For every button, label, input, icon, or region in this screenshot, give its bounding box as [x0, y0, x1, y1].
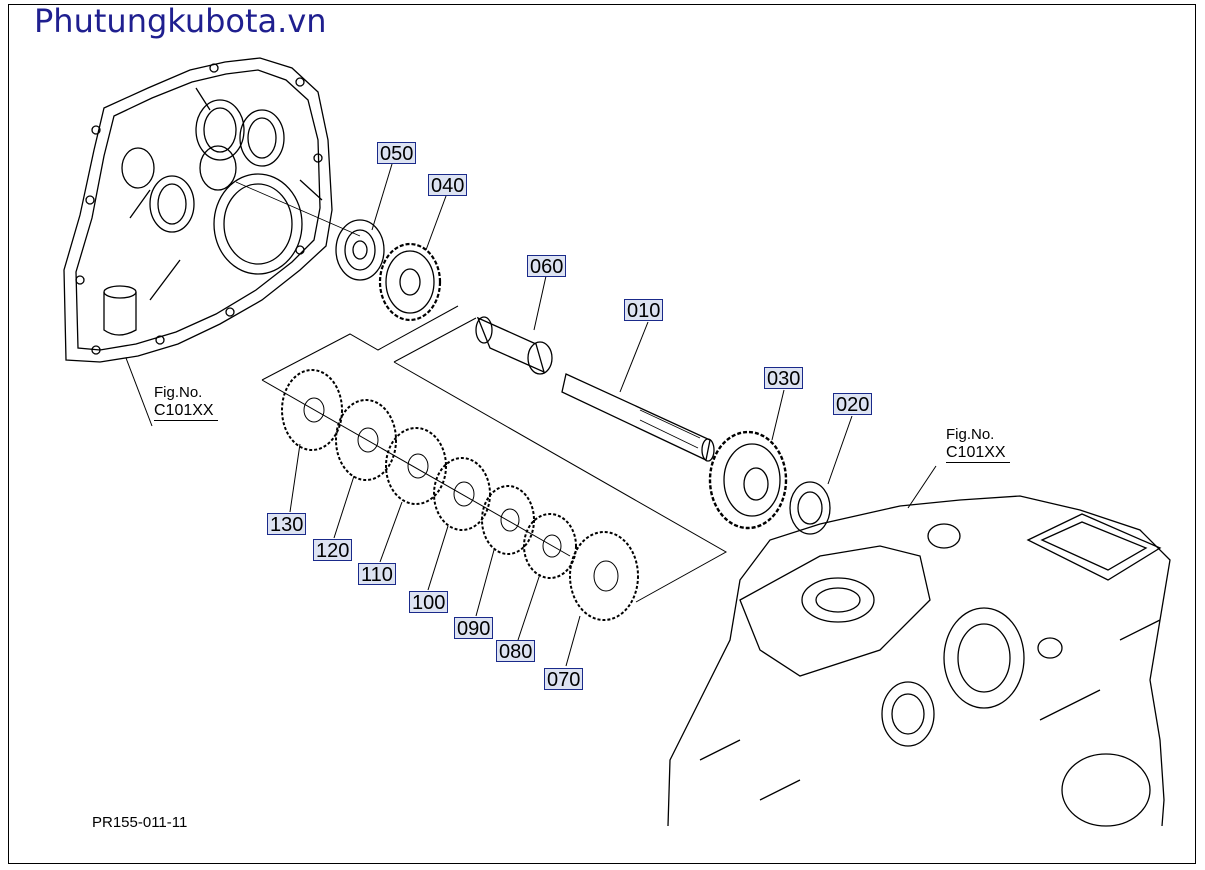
drawing-number: PR155-011-11: [92, 814, 188, 831]
bearing-020: [789, 481, 831, 535]
callout-020: 020: [833, 393, 873, 416]
figure-ref-label: Fig.No.: [154, 384, 203, 401]
figure-ref-code: C101XX: [154, 402, 218, 421]
figure-ref-code: C101XX: [946, 444, 1010, 463]
callout-010: 010: [624, 299, 664, 322]
figure-ref-right: Fig.No. C101XX: [946, 426, 1010, 463]
shaft-010: [561, 373, 715, 462]
callout-110: 110: [358, 563, 396, 586]
watermark-text: Phutungkubota.vn: [34, 2, 327, 40]
figure-ref-left: Fig.No. C101XX: [154, 384, 218, 421]
gear-case-cover: [63, 57, 333, 363]
callout-130: 130: [267, 513, 307, 536]
callout-060: 060: [527, 255, 567, 278]
gear-030: [708, 430, 788, 530]
callout-070: 070: [544, 668, 584, 691]
callout-030: 030: [764, 367, 804, 390]
callout-050: 050: [377, 142, 417, 165]
spline-sleeve-060: [475, 316, 553, 375]
gear-set: [281, 369, 639, 621]
leader-lines: [125, 163, 937, 667]
callout-040: 040: [428, 174, 468, 197]
figure-ref-label: Fig.No.: [946, 426, 995, 443]
gear-040: [378, 242, 442, 322]
drawing-frame: [8, 4, 1196, 864]
callout-090: 090: [454, 617, 494, 640]
callout-120: 120: [313, 539, 353, 562]
callout-080: 080: [496, 640, 536, 663]
callout-100: 100: [409, 591, 449, 614]
transmission-case: [667, 495, 1171, 827]
bearing-050: [335, 219, 385, 281]
